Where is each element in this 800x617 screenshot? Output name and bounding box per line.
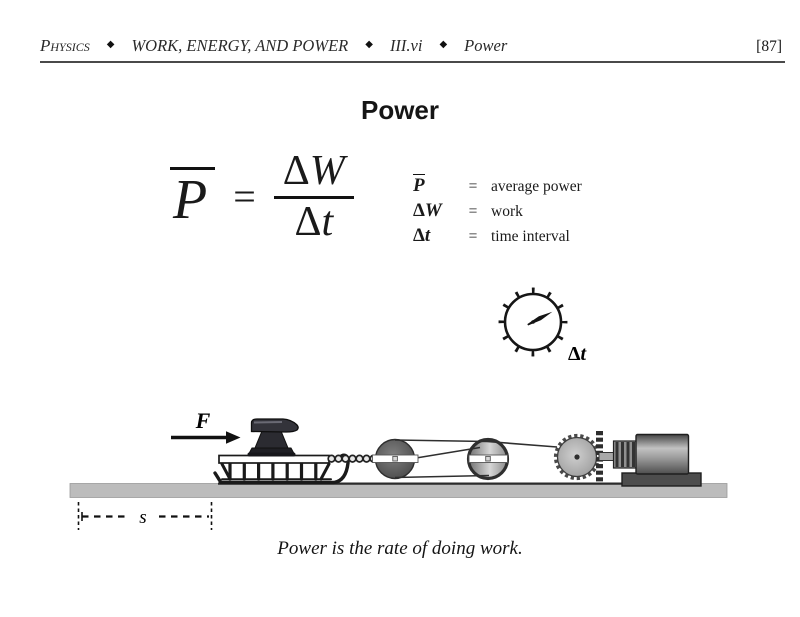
force-label: F: [195, 408, 211, 433]
equation-equals-sign: =: [233, 174, 256, 220]
legend-equals: =: [468, 178, 478, 195]
symbol-legend: P = average power ΔW = work Δt = time in…: [413, 174, 582, 247]
fraction-bar: [273, 195, 354, 199]
legend-symbol-time-interval: Δt: [413, 225, 431, 246]
motor: [598, 433, 702, 487]
chain: [327, 454, 378, 463]
distance-label: s: [139, 507, 146, 528]
page-header: Physics ◆ WORK, ENERGY, AND POWER ◆ III.…: [40, 36, 782, 56]
stopwatch-icon: Δt: [498, 287, 588, 365]
legend-desc-time-interval: time interval: [491, 228, 570, 245]
clock-hub: [531, 320, 535, 324]
header-subject: Physics: [40, 36, 90, 55]
header-unit: WORK, ENERGY, AND POWER: [131, 36, 349, 55]
equation-numerator: ΔW: [282, 148, 345, 194]
legend-equals: =: [468, 203, 478, 220]
diamond-separator-icon: ◆: [439, 38, 448, 50]
legend-symbol-average-power: P: [413, 174, 425, 196]
legend-desc-work: work: [491, 203, 523, 220]
belt-lines: [394, 439, 558, 479]
gear-icon: [553, 433, 601, 481]
pulley-drums: [372, 437, 558, 481]
force-arrow-icon: [171, 431, 241, 444]
work-machine-illustration: F s: [69, 408, 728, 530]
page-number: [87]: [756, 38, 782, 55]
anvil-load: [247, 418, 299, 457]
equation-fraction: ΔW Δt: [273, 148, 354, 245]
header-rule: [40, 61, 785, 63]
header-topic: Power: [464, 36, 508, 55]
legend-desc-average-power: average power: [491, 178, 582, 195]
figure-caption: Power is the rate of doing work.: [277, 538, 523, 559]
diamond-separator-icon: ◆: [106, 38, 115, 50]
time-interval-label: Δt: [568, 343, 588, 365]
equation-denominator: Δt: [294, 198, 334, 245]
equation-average-power-symbol: P: [170, 166, 216, 228]
page-title: Power: [360, 95, 440, 125]
diamond-separator-icon: ◆: [365, 38, 373, 50]
legend-symbol-work: ΔW: [413, 200, 442, 221]
power-equation: P = ΔW Δt: [170, 148, 354, 245]
clock-ticks: [498, 287, 568, 357]
legend-equals: =: [468, 228, 478, 245]
distance-dimension: [77, 502, 213, 530]
header-section-number: III.vi: [389, 36, 423, 55]
